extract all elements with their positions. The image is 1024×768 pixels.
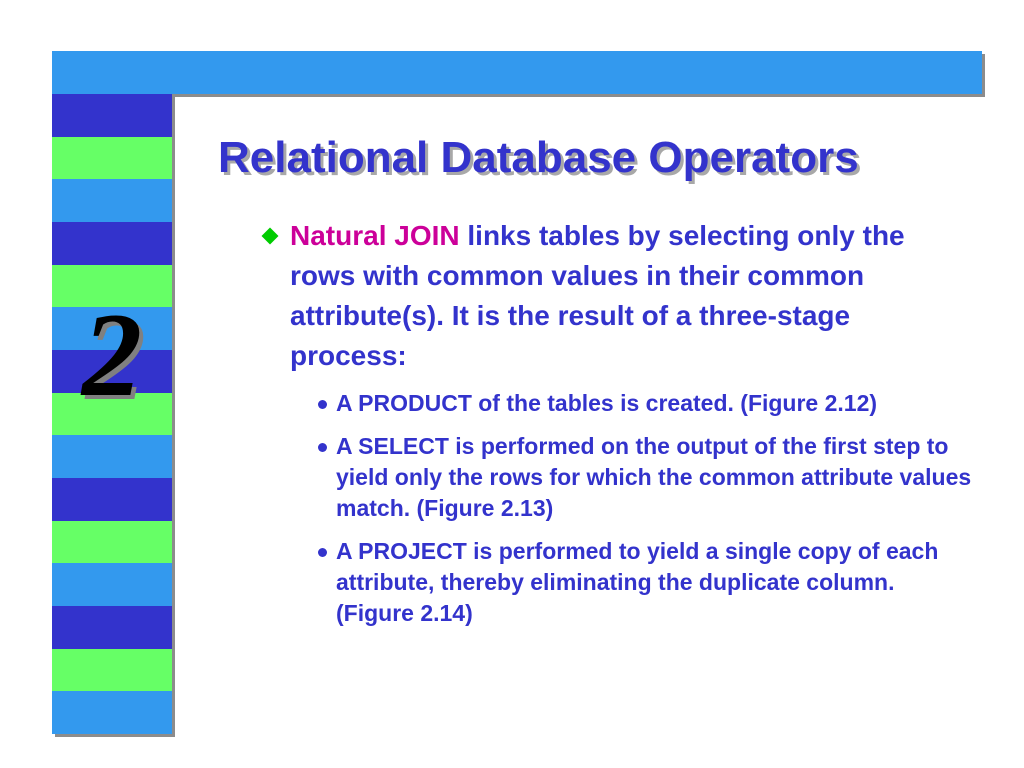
stripe [52, 520, 172, 564]
sub-bullet: A PRODUCT of the tables is created. (Fig… [318, 388, 976, 419]
slide-title: Relational Database Operators [218, 133, 859, 182]
diamond-bullet-icon [261, 227, 279, 245]
chapter-number: 2 [82, 288, 142, 421]
stripe [52, 648, 172, 692]
stripe [52, 691, 172, 734]
stripe [52, 179, 172, 222]
main-bullet: Natural JOIN links tables by selecting o… [261, 216, 962, 376]
stripe [52, 307, 172, 350]
side-stripe-bar [52, 94, 172, 734]
sub-bullet-text: A PRODUCT of the tables is created. (Fig… [336, 390, 878, 416]
stripe [52, 435, 172, 478]
dot-bullet-icon [318, 548, 327, 557]
stripe [52, 94, 172, 137]
stripe [52, 392, 172, 436]
stripe [52, 264, 172, 308]
dot-bullet-icon [318, 400, 327, 409]
highlight-term: Natural JOIN [290, 220, 460, 251]
slide-body: Natural JOIN links tables by selecting o… [261, 216, 971, 641]
stripe [52, 221, 172, 265]
sub-bullet-text: A SELECT is performed on the output of t… [336, 433, 972, 521]
stripe [52, 563, 172, 606]
top-banner [52, 51, 982, 94]
sub-bullet-list: A PRODUCT of the tables is created. (Fig… [262, 388, 971, 629]
stripe [52, 605, 172, 649]
sub-bullet: A PROJECT is performed to yield a single… [318, 536, 976, 629]
dot-bullet-icon [318, 443, 327, 452]
main-bullet-text: links tables by selecting only the rows … [290, 220, 905, 371]
stripe [52, 136, 172, 180]
stripe [52, 477, 172, 521]
sub-bullet-text: A PROJECT is performed to yield a single… [336, 538, 939, 626]
stripe [52, 349, 172, 393]
sub-bullet: A SELECT is performed on the output of t… [318, 431, 976, 524]
